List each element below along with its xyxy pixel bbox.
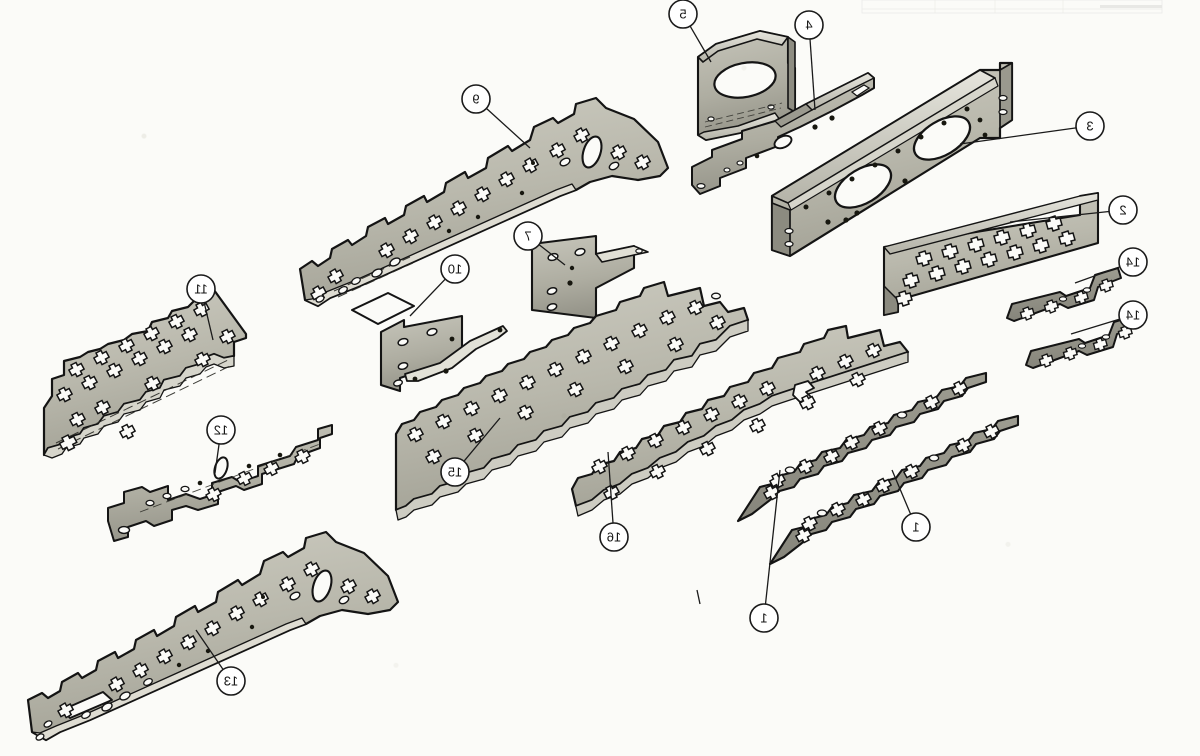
- callout-bubble[interactable]: [1075, 111, 1105, 141]
- leader-line: [809, 38, 816, 111]
- callout-bubble[interactable]: [901, 512, 931, 542]
- part-12-narrow-bracket-rail: [107, 424, 333, 542]
- callout-number: 13: [224, 674, 238, 689]
- leader-line: [764, 469, 781, 605]
- leader-line: [463, 417, 501, 462]
- part-3-twin-aperture-channel: [770, 61, 1014, 258]
- part-13-front-side-member-reinforcement: [26, 530, 400, 742]
- callout-number: 15: [448, 465, 462, 480]
- leader-line: [891, 469, 912, 515]
- callout-number: 14: [1126, 255, 1140, 270]
- leader-line: [959, 127, 1077, 145]
- callout-bubble[interactable]: [440, 457, 470, 487]
- leader-line: [1070, 318, 1120, 335]
- callout-9[interactable]: 9: [461, 84, 531, 149]
- leader-line: [607, 451, 614, 524]
- leader-line: [538, 244, 566, 266]
- callout-4[interactable]: 4: [794, 10, 824, 111]
- callout-bubble[interactable]: [513, 221, 543, 251]
- callout-12[interactable]: 12: [206, 415, 236, 474]
- callout-13[interactable]: 13: [195, 629, 246, 696]
- callout-5[interactable]: 5: [668, 0, 712, 63]
- leader-line: [409, 278, 446, 317]
- callout-bubble[interactable]: [216, 666, 246, 696]
- part-10-mounting-plate-with-strap: [379, 314, 508, 393]
- callout-number: 11: [194, 282, 208, 297]
- callout-number: 16: [607, 530, 621, 545]
- callout-bubble[interactable]: [1118, 247, 1148, 277]
- callout-bubble[interactable]: [1108, 195, 1138, 225]
- leader-line: [1009, 210, 1110, 223]
- callout-1[interactable]: 1: [749, 469, 781, 633]
- callout-number: 4: [805, 18, 812, 33]
- callout-bubble[interactable]: [749, 603, 779, 633]
- leader-line: [214, 443, 220, 474]
- callout-number: 3: [1086, 119, 1093, 134]
- callout-bubble[interactable]: [599, 522, 629, 552]
- callout-16[interactable]: 16: [599, 451, 629, 552]
- leader-line-elbow: [696, 589, 701, 605]
- callout-number: 7: [524, 229, 531, 244]
- callout-7[interactable]: 7: [513, 221, 566, 266]
- part-1-tapered-rail-upper: [736, 371, 988, 523]
- callout-bubble[interactable]: [461, 84, 491, 114]
- callout-number: 14: [1126, 308, 1140, 323]
- callout-bubble[interactable]: [1118, 300, 1148, 330]
- part-4-stepped-crossmember-rail: [691, 72, 875, 195]
- callout-3[interactable]: 3: [959, 111, 1105, 145]
- leader-line: [485, 107, 531, 149]
- callout-number: 1: [760, 611, 767, 626]
- callout-number: 12: [214, 423, 228, 438]
- header-table-fragment: [861, 0, 1163, 14]
- leader-line: [1074, 266, 1121, 284]
- part-11-slotted-side-member-left: [42, 288, 248, 459]
- callout-bubble[interactable]: [668, 0, 698, 29]
- callout-11[interactable]: 11: [186, 274, 216, 341]
- callout-number: 5: [679, 7, 686, 22]
- part-14-gusset-strip-upper: [1006, 267, 1122, 322]
- part-7-mounting-plate-with-tongue: [530, 234, 649, 320]
- leader-line: [195, 629, 224, 670]
- callout-number: 9: [472, 92, 479, 107]
- part-16-slotted-side-member-lower: [570, 324, 910, 517]
- part-9-front-side-member-reinforcement: [298, 96, 670, 325]
- callout-10[interactable]: 10: [409, 254, 470, 317]
- part-1-tapered-rail-lower: [768, 414, 1020, 566]
- part-15-slotted-side-member-upper: [394, 280, 750, 521]
- callout-bubble[interactable]: [206, 415, 236, 445]
- callout-14[interactable]: 14: [1074, 247, 1148, 284]
- callout-1[interactable]: 1: [891, 469, 931, 542]
- callout-bubble[interactable]: [186, 274, 216, 304]
- part-14-gusset-strip-lower: [1025, 314, 1141, 369]
- callout-15[interactable]: 15: [440, 417, 501, 487]
- callout-2[interactable]: 2: [1009, 195, 1138, 225]
- callout-number: 1: [912, 520, 919, 535]
- part-2-slotted-channel-rail: [882, 191, 1100, 317]
- callout-bubble[interactable]: [440, 254, 470, 284]
- leader-line: [689, 25, 712, 63]
- leader-line: [203, 302, 214, 341]
- callout-14[interactable]: 14: [1070, 300, 1148, 335]
- callout-bubble[interactable]: [794, 10, 824, 40]
- callout-number: 10: [448, 262, 462, 277]
- callout-number: 2: [1119, 203, 1126, 218]
